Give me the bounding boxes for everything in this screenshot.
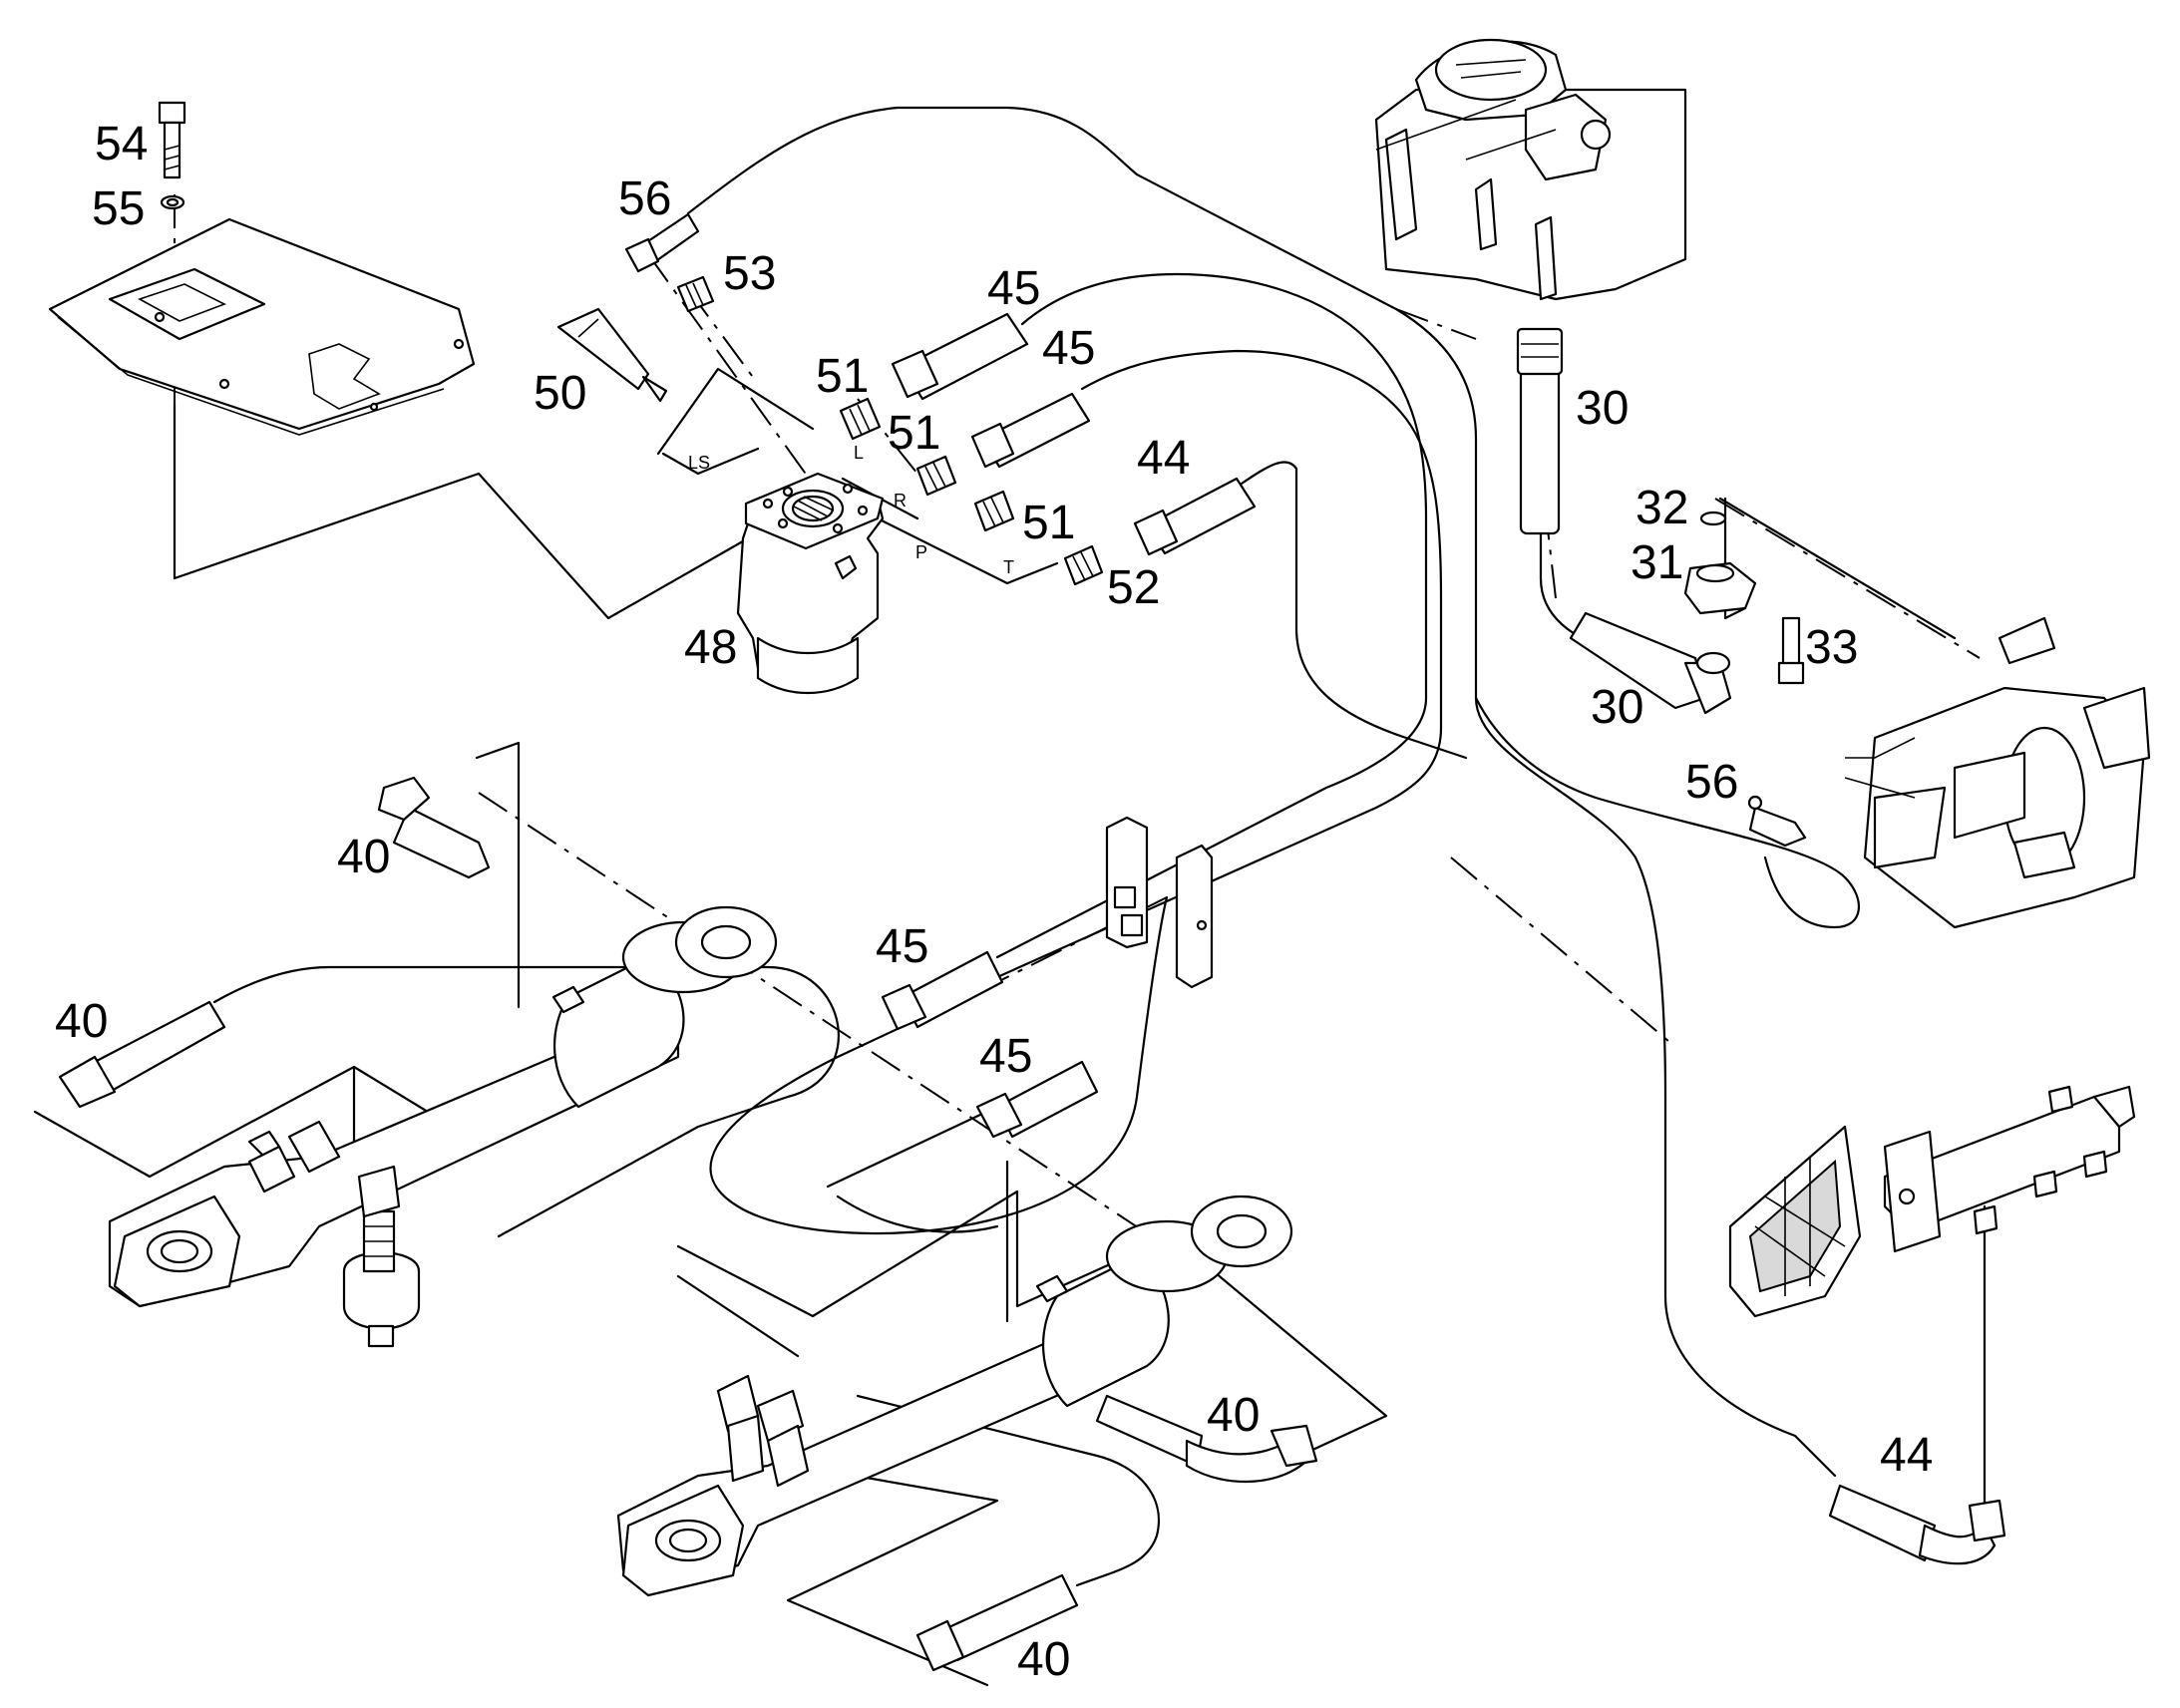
steering-unit [736,472,885,694]
hose-end-44-upper [1133,477,1257,556]
callout-45-c: 45 [876,920,928,973]
hose-end-44-b [1828,1484,2006,1565]
fitting-56-elbow [624,212,700,273]
sealant-tube [556,307,668,403]
hose-end-40-c [1095,1394,1318,1484]
port-label-ls: LS [688,453,710,473]
callout-50: 50 [534,367,586,420]
port-label-p: P [915,542,927,562]
accumulator [247,1120,421,1348]
hose-clamp-bracket [1105,816,1214,989]
callout-40-c: 40 [1207,1389,1260,1442]
callout-45-a: 45 [987,262,1040,315]
valve-block-right [1728,1085,2136,1318]
callout-32: 32 [1635,482,1688,534]
callout-40-d: 40 [1017,1633,1070,1686]
fitting-53 [676,275,715,313]
hose-end-40-a [377,776,491,879]
callout-51-a: 51 [816,350,869,403]
hydraulic-tank [1374,38,1687,301]
steering-cylinder-lower [616,1195,1293,1597]
callout-51-b: 51 [888,407,940,460]
hose-routes [212,106,1987,1587]
port-label-r: R [894,491,907,511]
port-label-l: L [854,443,864,463]
fitting-52 [1063,544,1104,586]
hose-end-45-upper [891,312,1029,401]
hose-end-40-d [915,1573,1079,1672]
callout-40-a: 40 [337,831,390,883]
hose-end-45-lower [970,392,1091,469]
callout-30-bottom: 30 [1591,681,1643,734]
callout-31: 31 [1631,536,1683,589]
screw [1777,616,1805,685]
fitting-51b [915,455,957,497]
callout-52: 52 [1107,561,1160,614]
callout-45-b: 45 [1042,322,1095,375]
o-ring [1699,511,1727,526]
callout-53: 53 [723,247,776,300]
callout-56-top: 56 [618,172,671,225]
callout-40-b: 40 [55,995,108,1048]
port-label-t: T [1003,557,1014,577]
clamp [1683,561,1757,615]
hose-end-40-b [58,1000,226,1109]
callout-30-top: 30 [1576,382,1629,435]
steering-cylinder-upper [108,905,778,1308]
callout-48: 48 [684,621,737,674]
hose-30-elbow [1569,611,1732,715]
callout-45-d: 45 [979,1030,1032,1083]
bolt [158,101,186,179]
callout-56-right: 56 [1685,756,1738,809]
callout-51-c: 51 [1022,497,1075,549]
hose-30-vertical [1516,327,1564,535]
fitting-51c [973,490,1015,532]
hose-end-45-c [881,950,1004,1031]
hose-end-45-d [975,1060,1099,1139]
callout-44-bottom: 44 [1880,1429,1933,1482]
fitting-51a [839,397,882,441]
washer [160,194,185,210]
floor-plate [48,217,476,436]
hydraulic-pump [1844,616,2151,929]
callout-44-top: 44 [1137,432,1190,485]
fitting-56-right [1747,795,1807,848]
callout-33: 33 [1805,621,1858,674]
callout-54: 54 [95,118,148,171]
callout-55: 55 [92,182,145,235]
